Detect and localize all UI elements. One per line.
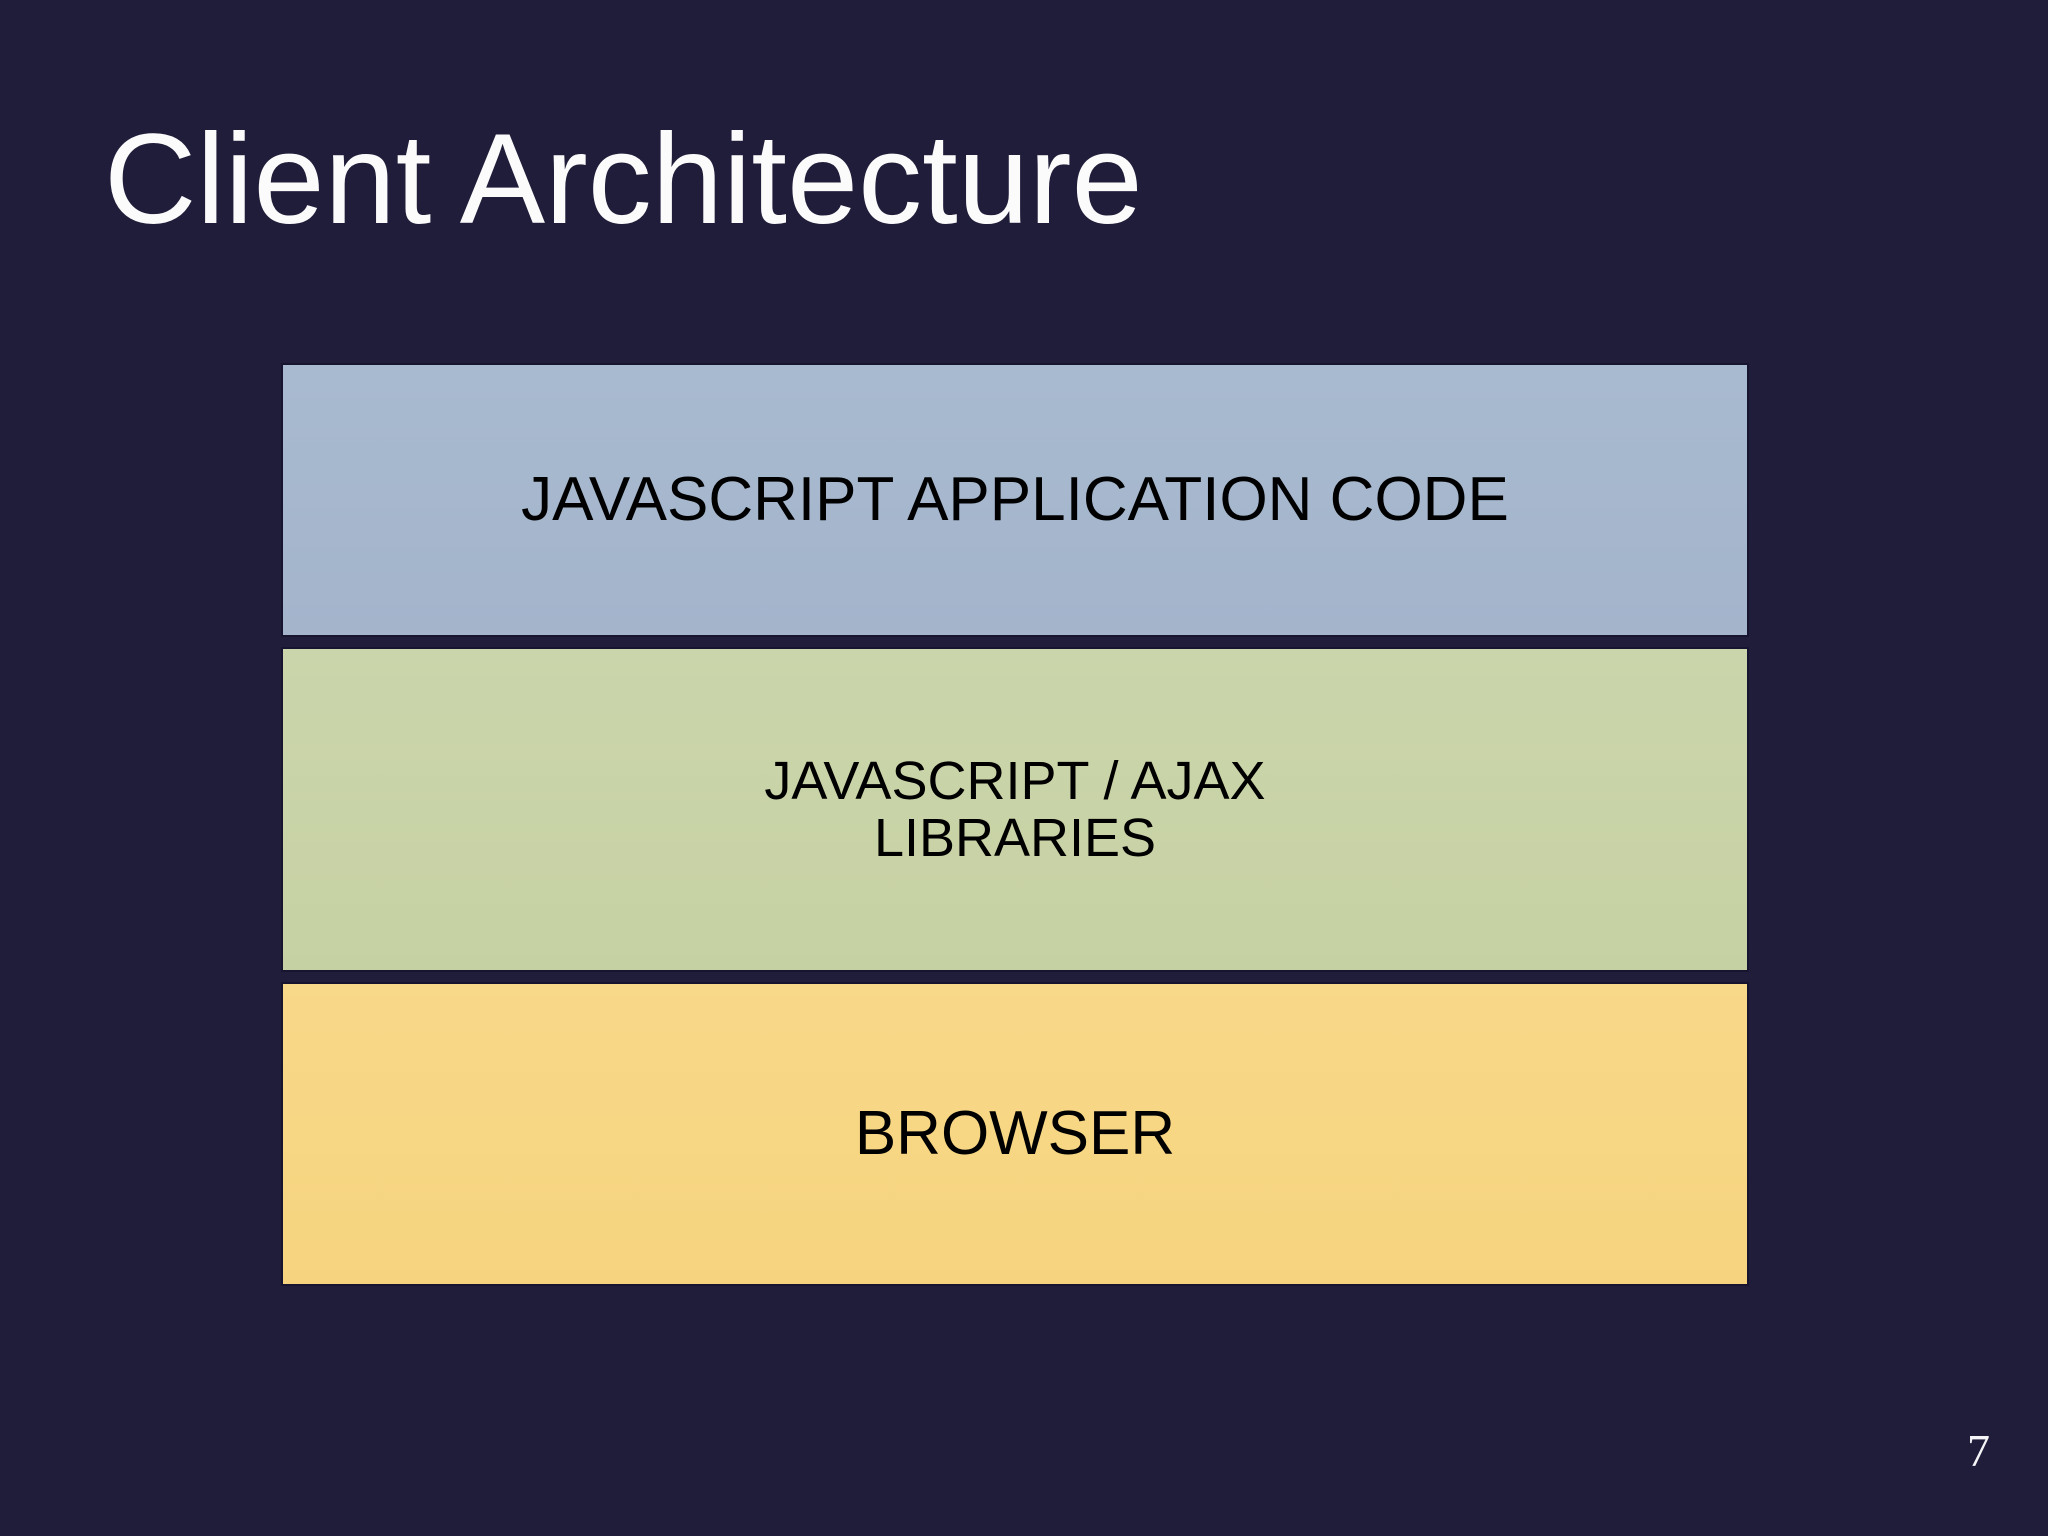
page-number: 7: [1967, 1425, 1990, 1476]
layer-browser: BROWSER: [281, 982, 1749, 1286]
layer-label-browser: BROWSER: [854, 1099, 1176, 1169]
layer-label-javascript-ajax-libraries: JAVASCRIPT / AJAX LIBRARIES: [764, 750, 1266, 868]
slide-title: Client Architecture: [104, 108, 1143, 251]
layer-javascript-ajax-libraries: JAVASCRIPT / AJAX LIBRARIES: [281, 647, 1749, 972]
layer-javascript-application-code: JAVASCRIPT APPLICATION CODE: [281, 363, 1749, 637]
layer-label-javascript-application-code: JAVASCRIPT APPLICATION CODE: [521, 465, 1509, 535]
client-architecture-stack-diagram: JAVASCRIPT APPLICATION CODE JAVASCRIPT /…: [281, 363, 1749, 1286]
